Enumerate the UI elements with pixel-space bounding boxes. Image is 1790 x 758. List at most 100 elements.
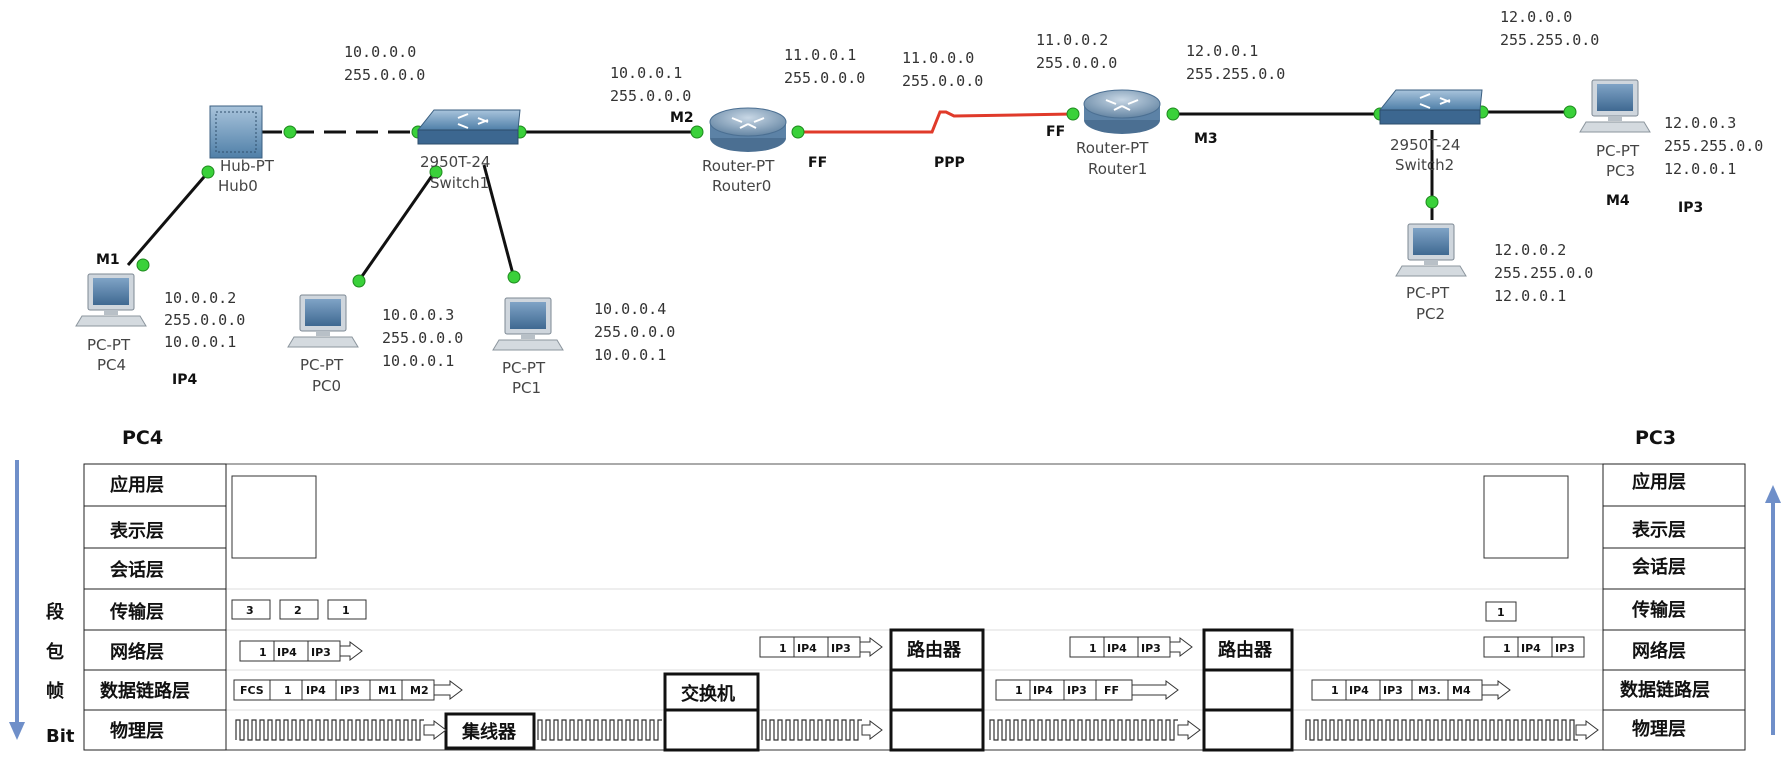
frm-r-2: IP3	[1383, 684, 1403, 697]
pc4-name: PC4	[97, 356, 126, 374]
frm-m-2: IP3	[1067, 684, 1087, 697]
router0-stack-label: 路由器	[907, 639, 962, 661]
left-segments	[231, 599, 367, 620]
switch1-type: 2950T-24	[420, 153, 490, 171]
right-layer-5: 数据链路层	[1620, 679, 1710, 701]
right-segment-label: 1	[1497, 606, 1505, 619]
pc3-type: PC-PT	[1596, 142, 1640, 160]
net12-addr: 12.0.0.0	[1500, 8, 1572, 26]
pc4-mask: 255.0.0.0	[164, 311, 245, 329]
router1-icon[interactable]	[1083, 89, 1161, 134]
left-layer-4: 网络层	[110, 641, 164, 663]
r0-lan-port-label: M2	[670, 110, 694, 126]
router1-type: Router-PT	[1076, 139, 1149, 157]
ppp-label: PPP	[934, 155, 965, 171]
hub-type: Hub-PT	[220, 157, 275, 175]
frm-m-3: FF	[1104, 684, 1119, 697]
frm-r-3: M3.	[1418, 684, 1441, 697]
r0-lan-mask: 255.0.0.0	[610, 87, 691, 105]
r1-lan-port-label: M3	[1194, 131, 1218, 147]
pc3-icon[interactable]	[1579, 79, 1651, 133]
pkt-l-2: IP3	[311, 646, 331, 659]
right-layer-6: 物理层	[1632, 718, 1686, 740]
pc4-ip: 10.0.0.2	[164, 289, 236, 307]
frm-r-0: 1	[1331, 684, 1339, 697]
packet-groups	[239, 636, 1585, 662]
segment-1: 1	[342, 604, 350, 617]
frm-m-1: IP4	[1033, 684, 1053, 697]
left-layer-2: 会话层	[110, 559, 164, 581]
right-layer-1: 表示层	[1632, 519, 1686, 541]
left-layer-3: 传输层	[109, 601, 164, 623]
r1-wan-addr: 11.0.0.2	[1036, 31, 1108, 49]
pc0-ip: 10.0.0.3	[382, 306, 454, 324]
net10-mask: 255.0.0.0	[344, 66, 425, 84]
bit-waveforms	[235, 719, 1578, 741]
pkt-l-0: 1	[259, 646, 267, 659]
frm-r-4: M4	[1452, 684, 1471, 697]
pkt-m2-1: IP4	[1107, 642, 1127, 655]
switch2-type: 2950T-24	[1390, 136, 1460, 154]
right-data-block	[1483, 475, 1569, 559]
pc1-mask: 255.0.0.0	[594, 323, 675, 341]
pc3-mask: 255.255.0.0	[1664, 137, 1763, 155]
net11-mask: 255.0.0.0	[902, 72, 983, 90]
pkt-m1-0: 1	[779, 642, 787, 655]
pc2-icon[interactable]	[1395, 223, 1467, 277]
pkt-r-2: IP3	[1555, 642, 1575, 655]
hub-stack-box	[444, 712, 536, 750]
r1-lan-mask: 255.255.0.0	[1186, 65, 1285, 83]
segment-2: 2	[294, 604, 302, 617]
pc3-name: PC3	[1606, 162, 1635, 180]
pc0-gw: 10.0.0.1	[382, 352, 454, 370]
left-layer-0: 应用层	[110, 474, 164, 496]
hub-stack-label: 集线器	[461, 721, 517, 743]
right-layer-2: 会话层	[1632, 556, 1686, 578]
frm-r-1: IP4	[1349, 684, 1369, 697]
r0-wan-addr: 11.0.0.1	[784, 46, 856, 64]
pc1-icon[interactable]	[492, 297, 564, 351]
left-layer-column	[83, 463, 227, 751]
pdu-label-1: 包	[46, 641, 64, 663]
router0-type: Router-PT	[702, 157, 775, 175]
router0-name: Router0	[712, 177, 771, 195]
pc4-type: PC-PT	[87, 336, 131, 354]
pc1-ip: 10.0.0.4	[594, 300, 666, 318]
pc3-ip-label: IP3	[1678, 200, 1703, 216]
right-host-label: PC3	[1635, 427, 1676, 449]
pkt-m1-2: IP3	[831, 642, 851, 655]
pdu-label-2: 帧	[46, 680, 64, 702]
r1-lan-addr: 12.0.0.1	[1186, 42, 1258, 60]
pc0-icon[interactable]	[287, 294, 359, 348]
pdu-label-3: Bit	[46, 726, 75, 747]
frm-l-2: IP4	[306, 684, 326, 697]
left-host-label: PC4	[122, 427, 163, 449]
pc4-gw: 10.0.0.1	[164, 333, 236, 351]
pc4-ip-label: IP4	[172, 372, 197, 388]
left-layer-1: 表示层	[110, 520, 164, 542]
frame-right	[1311, 679, 1511, 701]
router0-icon[interactable]	[709, 107, 787, 152]
right-layer-0: 应用层	[1632, 471, 1686, 493]
switch-stack-label: 交换机	[681, 683, 735, 705]
pkt-r-1: IP4	[1521, 642, 1541, 655]
router1-stack-label: 路由器	[1218, 639, 1273, 661]
r0-wan-port-label: FF	[808, 155, 827, 171]
pkt-l-1: IP4	[277, 646, 297, 659]
bit-arrows	[423, 720, 1599, 740]
pc4-icon[interactable]	[75, 273, 147, 327]
frm-l-5: M2	[410, 684, 429, 697]
router1-stack-box	[1202, 628, 1294, 752]
link-switch1-pc1	[482, 164, 516, 279]
pc2-type: PC-PT	[1406, 284, 1450, 302]
right-layer-4: 网络层	[1632, 640, 1686, 662]
link-switch1-pc0	[356, 169, 438, 283]
pc3-ip: 12.0.0.3	[1664, 114, 1736, 132]
switch-stack-box	[663, 672, 760, 752]
switch1-icon[interactable]	[416, 109, 521, 145]
left-data-block	[231, 475, 317, 559]
pkt-m1-1: IP4	[797, 642, 817, 655]
hub-icon[interactable]	[209, 105, 263, 159]
pc0-mask: 255.0.0.0	[382, 329, 463, 347]
switch2-icon[interactable]	[1378, 89, 1483, 125]
